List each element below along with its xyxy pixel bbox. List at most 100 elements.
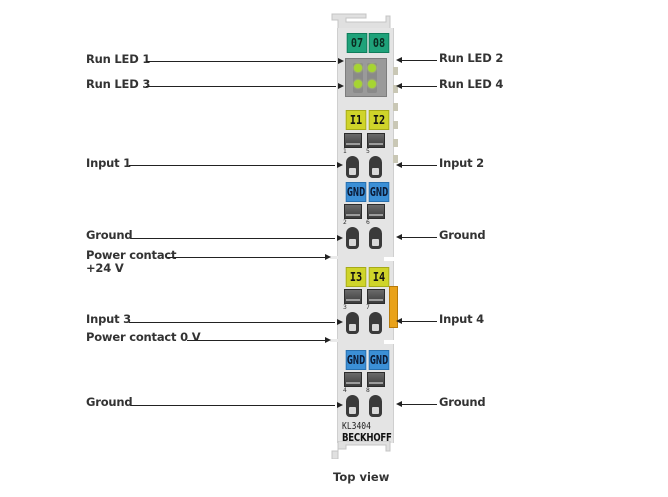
label-power-contact-line2: +24 V: [86, 261, 124, 275]
led-slot: [353, 63, 363, 93]
spring-release[interactable]: [367, 204, 385, 219]
leader-line: [131, 238, 335, 239]
pin-number: 1: [343, 148, 347, 155]
separator-notch: [384, 340, 398, 344]
gnd-tag: GND: [345, 350, 367, 370]
run-led-1: [354, 64, 362, 72]
leader-line: [129, 165, 335, 166]
arrow-icon: [396, 57, 402, 63]
arrow-icon: [338, 58, 344, 64]
pin-number: 8: [366, 387, 370, 394]
label-power-contact-0v: Power contact 0 V: [86, 330, 201, 344]
leader-line: [402, 60, 437, 61]
run-led-3: [354, 80, 362, 88]
gnd-tag: GND: [368, 350, 390, 370]
run-led-4: [368, 80, 376, 88]
channel-tag-i2: I2: [368, 110, 390, 130]
terminal-input-2[interactable]: [369, 156, 382, 178]
terminal-ground[interactable]: [346, 227, 359, 249]
spring-release[interactable]: [367, 133, 385, 148]
label-input-4: Input 4: [439, 312, 484, 326]
pin-number: 5: [366, 148, 370, 155]
led-tag-08: 08: [368, 33, 390, 53]
run-led-2: [368, 64, 376, 72]
spring-release[interactable]: [344, 372, 362, 387]
led-window: [345, 58, 387, 97]
label-ground-4: Ground: [439, 395, 486, 409]
leader-line: [129, 322, 335, 323]
power-contact-0v: [330, 339, 338, 342]
arrow-icon: [338, 83, 344, 89]
spring-release[interactable]: [367, 289, 385, 304]
caption-top-view: Top view: [333, 470, 390, 484]
leader-line: [402, 321, 437, 322]
label-ground-2: Ground: [439, 228, 486, 242]
label-ground-1: Ground: [86, 228, 133, 242]
power-contact-24v: [330, 256, 338, 259]
pin-number: 2: [343, 219, 347, 226]
arrow-icon: [325, 337, 331, 343]
side-tab: [393, 155, 398, 163]
leader-line: [187, 340, 325, 341]
leader-line: [402, 165, 437, 166]
terminal-ground[interactable]: [369, 395, 382, 417]
channel-tag-i1: I1: [345, 110, 367, 130]
arrow-icon: [396, 83, 402, 89]
side-tab: [393, 67, 398, 75]
arrow-icon: [396, 162, 402, 168]
label-input-3: Input 3: [86, 312, 131, 326]
leader-line: [146, 61, 336, 62]
separator-notch: [384, 257, 398, 261]
arrow-icon: [337, 162, 343, 168]
label-ground-3: Ground: [86, 395, 133, 409]
pin-number: 4: [343, 387, 347, 394]
arrow-icon: [337, 235, 343, 241]
spring-release[interactable]: [344, 204, 362, 219]
pin-number: 3: [343, 304, 347, 311]
side-tab: [393, 85, 398, 93]
terminal-ground[interactable]: [346, 395, 359, 417]
leader-line: [146, 86, 336, 87]
orange-marker: [389, 286, 398, 328]
spring-release[interactable]: [344, 133, 362, 148]
label-run-led-4: Run LED 4: [439, 77, 504, 91]
led-tag-07: 07: [346, 33, 368, 53]
arrow-icon: [325, 254, 331, 260]
leader-line: [402, 86, 437, 87]
label-power-contact-line1: Power contact: [86, 248, 177, 262]
leader-line: [167, 257, 325, 258]
top-latch: [331, 13, 391, 30]
label-run-led-1: Run LED 1: [86, 52, 151, 66]
leader-line: [131, 405, 335, 406]
label-power-contact-24v: Power contact +24 V: [86, 248, 177, 275]
leader-line: [402, 404, 437, 405]
side-tab: [393, 103, 398, 111]
label-run-led-3: Run LED 3: [86, 77, 151, 91]
channel-tag-i3: I3: [345, 267, 367, 287]
model-number: KL3404: [342, 421, 371, 432]
pin-number: 7: [366, 304, 370, 311]
arrow-icon: [337, 402, 343, 408]
led-slot: [367, 63, 377, 93]
gnd-tag: GND: [345, 182, 367, 202]
label-input-2: Input 2: [439, 156, 484, 170]
pin-number: 6: [366, 219, 370, 226]
side-tab: [393, 121, 398, 129]
arrow-icon: [396, 234, 402, 240]
terminal-input-1[interactable]: [346, 156, 359, 178]
arrow-icon: [396, 318, 402, 324]
bottom-latch: [331, 441, 391, 459]
terminal-ground[interactable]: [369, 227, 382, 249]
label-run-led-2: Run LED 2: [439, 51, 504, 65]
label-input-1: Input 1: [86, 156, 131, 170]
spring-release[interactable]: [367, 372, 385, 387]
channel-tag-i4: I4: [368, 267, 390, 287]
terminal-input-4[interactable]: [369, 312, 382, 334]
leader-line: [402, 237, 437, 238]
arrow-icon: [337, 319, 343, 325]
terminal-input-3[interactable]: [346, 312, 359, 334]
gnd-tag: GND: [368, 182, 390, 202]
spring-release[interactable]: [344, 289, 362, 304]
arrow-icon: [396, 401, 402, 407]
side-tab: [393, 139, 398, 147]
